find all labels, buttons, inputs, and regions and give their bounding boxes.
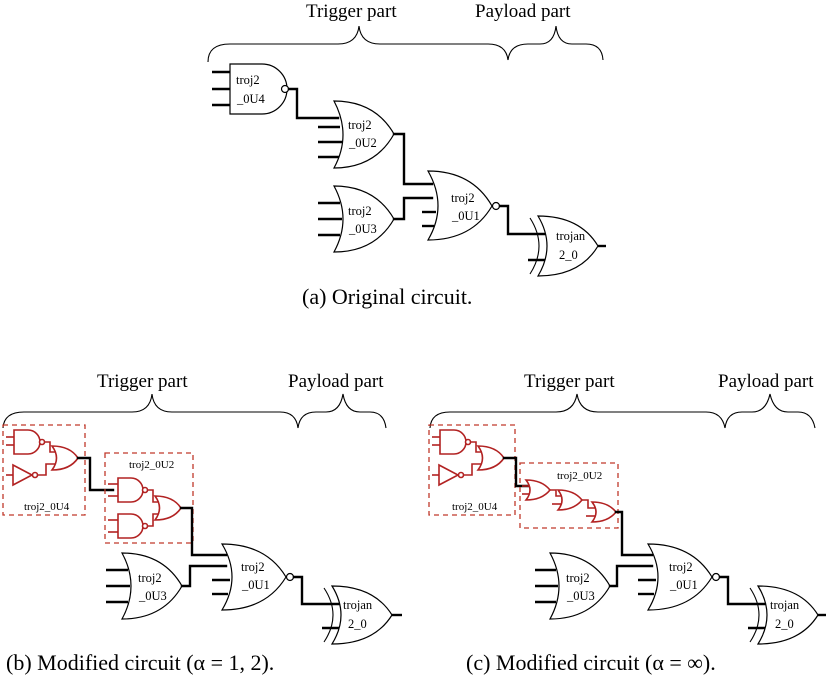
gate-label-line2: 2_0 bbox=[348, 617, 367, 631]
gate-label-line1: troj2 bbox=[348, 118, 372, 132]
or-gate bbox=[556, 489, 584, 511]
panel-a-original-circuit: Trigger part Payload part troj2 _0U4 tro… bbox=[207, 1, 606, 309]
gate-label-line1: trojan bbox=[556, 229, 586, 243]
inverter-bubble bbox=[491, 201, 501, 211]
gate-label-line2: _0U4 bbox=[236, 92, 266, 106]
wire-u4-u2 bbox=[76, 456, 115, 492]
or-gate bbox=[476, 445, 505, 471]
caption-b: (b) Modified circuit (α = 1, 2). bbox=[6, 650, 274, 675]
gate-label-line2: 2_0 bbox=[775, 617, 794, 631]
wire-u3-u1 bbox=[392, 196, 434, 221]
gate-label-line2: _0U3 bbox=[138, 589, 167, 603]
gate-troj2-0u3: troj2 _0U3 bbox=[106, 552, 183, 620]
module-label: troj2_0U2 bbox=[557, 470, 602, 482]
trigger-brace bbox=[429, 393, 726, 429]
gate-troj2-0u3: troj2 _0U3 bbox=[318, 185, 395, 253]
wire-u1-xor bbox=[292, 575, 342, 606]
gate-label-line2: _0U3 bbox=[566, 589, 595, 603]
inverter-bubble bbox=[711, 572, 721, 582]
or-gate bbox=[153, 495, 182, 521]
panel-c-modified-circuit: Trigger part Payload part troj2_0U4 troj… bbox=[428, 371, 826, 675]
wire-u1-xor bbox=[718, 575, 770, 606]
caption-a: (a) Original circuit. bbox=[302, 284, 472, 309]
caption-c: (c) Modified circuit (α = ∞). bbox=[466, 650, 716, 675]
module-box bbox=[104, 452, 194, 544]
trigger-part-label: Trigger part bbox=[306, 1, 397, 22]
gate-label-line1: troj2 bbox=[566, 571, 590, 585]
trigger-brace bbox=[2, 393, 299, 429]
gate-troj2-0u4: troj2 _0U4 bbox=[212, 63, 290, 115]
gate-label-line2: _0U1 bbox=[451, 209, 480, 223]
payload-part-label: Payload part bbox=[475, 1, 571, 22]
wire-u4-u2 bbox=[502, 456, 530, 488]
module-box bbox=[519, 462, 619, 529]
payload-brace bbox=[507, 25, 604, 61]
inverter-gate bbox=[438, 463, 460, 487]
gate-label-line1: troj2 bbox=[138, 571, 162, 585]
payload-part-label: Payload part bbox=[718, 371, 814, 392]
gate-label-line2: _0U3 bbox=[348, 222, 377, 236]
gate-label-line1: troj2 bbox=[236, 73, 260, 87]
gate-trojan2-0: trojan 2_0 bbox=[528, 215, 606, 277]
inverter-gate bbox=[12, 463, 34, 487]
gate-troj2-0u1: troj2 _0U1 bbox=[422, 170, 501, 241]
gate-label-line2: 2_0 bbox=[559, 248, 578, 262]
module-label: troj2_0U2 bbox=[129, 459, 174, 471]
nand-gate bbox=[117, 477, 144, 503]
module-label: troj2_0U4 bbox=[452, 501, 498, 513]
gate-label-line1: trojan bbox=[770, 598, 800, 612]
trigger-part-label: Trigger part bbox=[97, 371, 188, 392]
gate-troj2-0u2: troj2 _0U2 bbox=[318, 100, 395, 169]
payload-part-label: Payload part bbox=[288, 371, 384, 392]
gate-label-line2: _0U1 bbox=[669, 578, 698, 592]
payload-brace bbox=[724, 393, 816, 429]
gate-label-line1: troj2 bbox=[348, 204, 372, 218]
inverter-bubble bbox=[280, 84, 290, 94]
wire-u2-u1 bbox=[392, 132, 434, 186]
or-gate bbox=[50, 445, 79, 471]
module-troj2-0u4: troj2_0U4 bbox=[2, 424, 86, 516]
inverter-bubble bbox=[285, 572, 295, 582]
trigger-brace bbox=[207, 25, 509, 63]
wire-u2-u1 bbox=[614, 510, 654, 557]
wire-u3-u1 bbox=[180, 564, 228, 588]
wire-u2-u1 bbox=[179, 506, 228, 557]
wire-u4-u2 bbox=[287, 87, 340, 120]
gate-troj2-0u3: troj2 _0U3 bbox=[535, 552, 611, 620]
payload-brace bbox=[297, 393, 387, 429]
nand-gate bbox=[439, 429, 467, 455]
gate-trojan2-0: trojan 2_0 bbox=[322, 585, 402, 645]
module-troj2-0u4: troj2_0U4 bbox=[428, 424, 516, 516]
wire-u3-u1 bbox=[608, 564, 654, 588]
gate-troj2-0u1: troj2 _0U1 bbox=[638, 543, 721, 611]
panel-b-modified-circuit: Trigger part Payload part troj2_0U4 troj… bbox=[2, 371, 402, 675]
nand-gate bbox=[117, 513, 144, 539]
module-box bbox=[2, 424, 86, 516]
module-troj2-0u2: troj2_0U2 bbox=[519, 462, 619, 529]
trigger-part-label: Trigger part bbox=[524, 371, 615, 392]
gate-troj2-0u1: troj2 _0U1 bbox=[212, 543, 295, 611]
gate-label-line2: _0U1 bbox=[241, 578, 270, 592]
gate-label-line1: trojan bbox=[343, 598, 373, 612]
gate-label-line1: troj2 bbox=[241, 560, 265, 574]
module-label: troj2_0U4 bbox=[24, 501, 70, 513]
module-troj2-0u2: troj2_0U2 bbox=[104, 452, 194, 544]
gate-label-line1: troj2 bbox=[669, 560, 693, 574]
or-gate bbox=[524, 479, 552, 501]
nand-gate bbox=[13, 429, 41, 455]
gate-trojan2-0: trojan 2_0 bbox=[748, 585, 826, 645]
gate-label-line2: _0U2 bbox=[348, 136, 377, 150]
wire-u1-xor bbox=[498, 204, 548, 236]
gate-label-line1: troj2 bbox=[451, 191, 475, 205]
or-gate bbox=[590, 501, 618, 523]
